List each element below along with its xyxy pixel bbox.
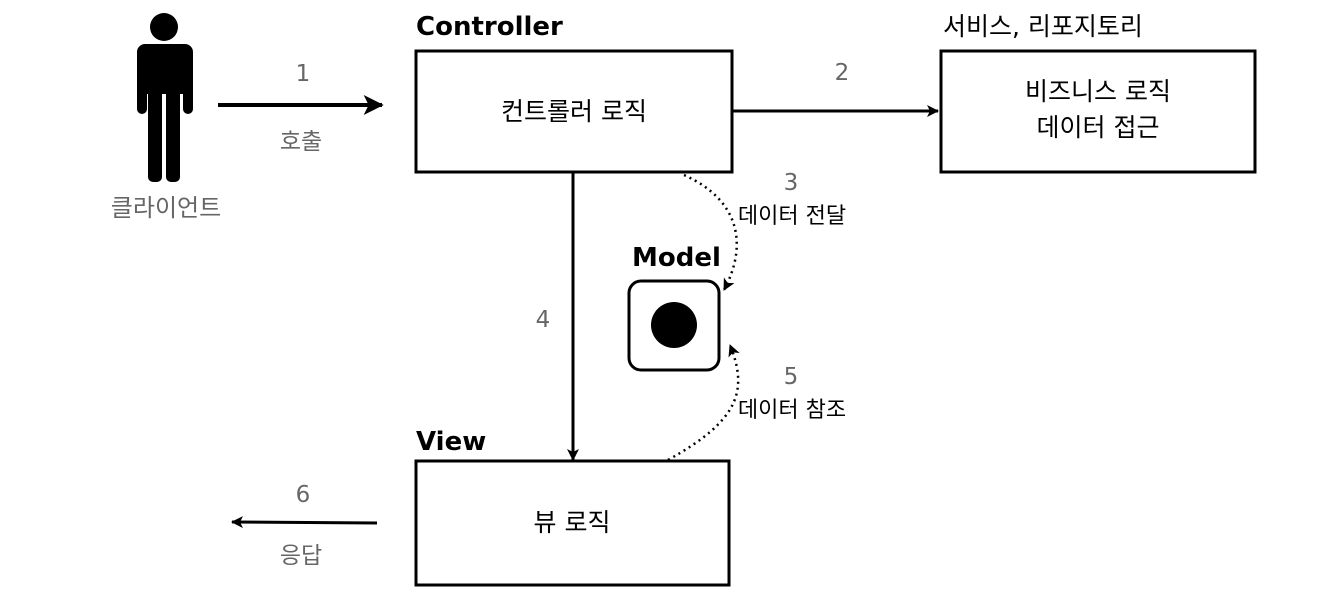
controller-label: 컨트롤러 로직 <box>501 97 647 126</box>
model-dot <box>651 302 697 348</box>
step-1-label: 호출 <box>280 129 322 155</box>
controller-title: Controller <box>416 12 563 42</box>
service-line-1: 비즈니스 로직 <box>1025 77 1171 106</box>
step-3-number: 3 <box>784 170 799 196</box>
controller-box <box>414 49 734 174</box>
step-5-label: 데이터 참조 <box>738 398 846 423</box>
step-6-number: 6 <box>296 482 311 508</box>
step-6-label: 응답 <box>280 543 322 569</box>
step-5-number: 5 <box>784 364 799 390</box>
arrow-3 <box>683 173 738 291</box>
view-box <box>414 459 731 587</box>
step-4-number: 4 <box>536 307 551 333</box>
arrow-6 <box>231 516 378 529</box>
service-title: 서비스, 리포지토리 <box>943 12 1143 41</box>
model-title: Model <box>632 243 721 273</box>
person-icon <box>137 13 193 182</box>
view-label: 뷰 로직 <box>534 508 611 537</box>
client-label: 클라이언트 <box>111 194 221 222</box>
step-1-number: 1 <box>296 61 311 87</box>
service-line-2: 데이터 접근 <box>1037 113 1160 142</box>
arrow-5 <box>667 344 740 462</box>
step-2-number: 2 <box>835 60 850 86</box>
step-3-label: 데이터 전달 <box>738 204 846 229</box>
view-title: View <box>416 427 486 457</box>
service-box <box>939 49 1257 174</box>
